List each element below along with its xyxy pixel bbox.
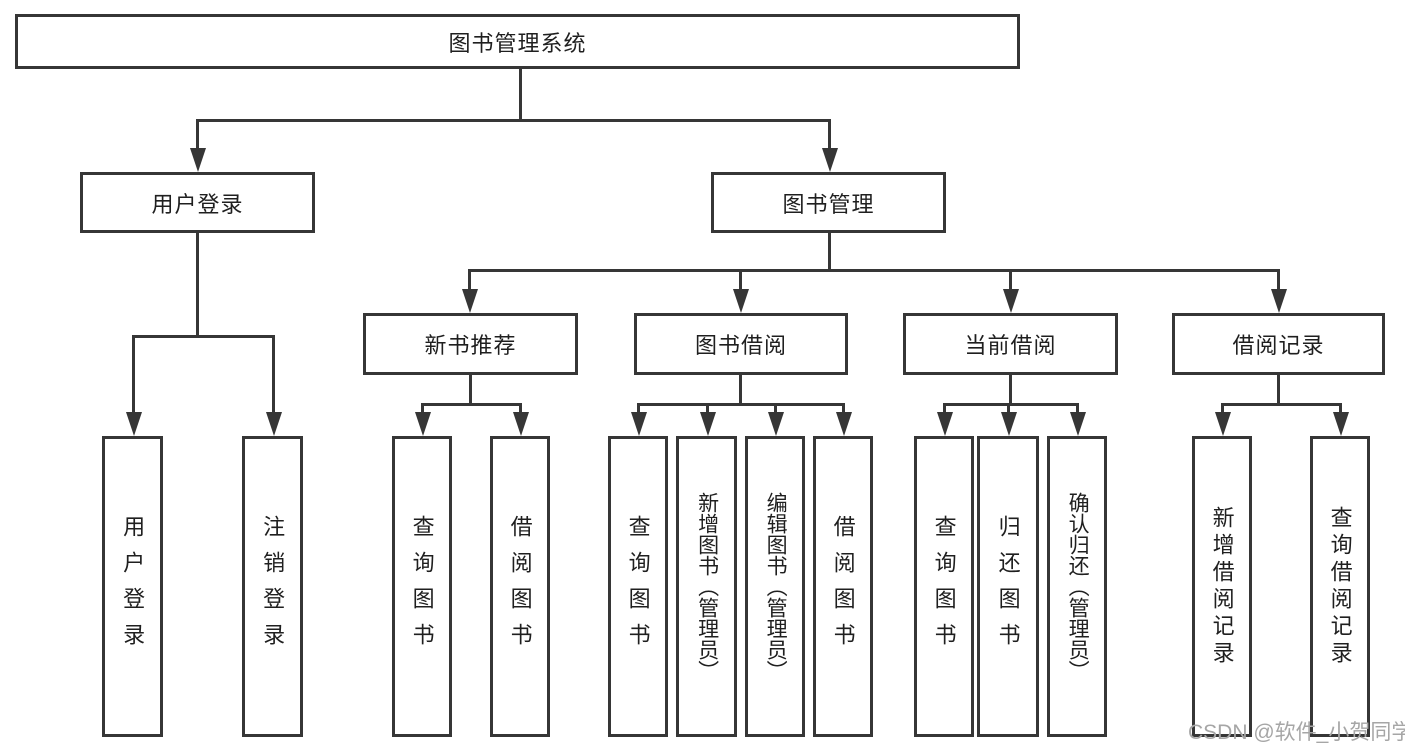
connector-line bbox=[943, 403, 1079, 406]
leaf-logout: 注销登录 bbox=[242, 436, 303, 737]
connector-line bbox=[1221, 403, 1342, 406]
connector-line bbox=[739, 269, 742, 291]
connector-line bbox=[1009, 269, 1012, 291]
leaf-return-books: 归还图书 bbox=[977, 436, 1039, 737]
arrow-down-icon bbox=[462, 289, 478, 313]
connector-line bbox=[196, 233, 199, 338]
arrow-down-icon bbox=[700, 412, 716, 436]
node-root-label: 图书管理系统 bbox=[448, 30, 587, 56]
connector-line bbox=[828, 233, 831, 272]
connector-line bbox=[1277, 375, 1280, 406]
connector-line bbox=[828, 119, 831, 152]
arrow-down-icon bbox=[190, 148, 206, 172]
leaf-borrow-books: 借阅图书 bbox=[813, 436, 873, 737]
leaf-label: 查询图书 bbox=[931, 514, 957, 659]
leaf-label: 归还图书 bbox=[995, 514, 1021, 659]
node-book-management-label: 图书管理 bbox=[782, 191, 875, 217]
arrow-down-icon bbox=[937, 412, 953, 436]
node-new-book-recommend: 新书推荐 bbox=[363, 313, 578, 375]
connector-line bbox=[421, 403, 522, 406]
arrow-down-icon bbox=[1215, 412, 1231, 436]
leaf-label: 查询图书 bbox=[625, 514, 651, 659]
leaf-query-books-borrow: 查询图书 bbox=[608, 436, 668, 737]
node-borrow-records: 借阅记录 bbox=[1172, 313, 1385, 375]
connector-line bbox=[637, 403, 845, 406]
connector-line bbox=[1339, 403, 1342, 415]
arrow-down-icon bbox=[733, 289, 749, 313]
connector-line bbox=[132, 335, 135, 413]
connector-line bbox=[468, 269, 1280, 272]
arrow-down-icon bbox=[768, 412, 784, 436]
connector-line bbox=[468, 269, 471, 291]
connector-line bbox=[272, 335, 275, 413]
node-root: 图书管理系统 bbox=[15, 14, 1020, 69]
arrow-down-icon bbox=[415, 412, 431, 436]
leaf-label: 借阅图书 bbox=[830, 514, 856, 659]
leaf-label: 用户登录 bbox=[120, 514, 146, 659]
node-book-borrow: 图书借阅 bbox=[634, 313, 848, 375]
connector-line bbox=[706, 403, 709, 415]
leaf-borrow-books-recommend: 借阅图书 bbox=[490, 436, 550, 737]
leaf-user-login: 用户登录 bbox=[102, 436, 163, 737]
connector-line bbox=[1007, 403, 1010, 415]
node-book-borrow-label: 图书借阅 bbox=[694, 333, 787, 358]
arrow-down-icon bbox=[631, 412, 647, 436]
node-user-login: 用户登录 bbox=[80, 172, 315, 233]
arrow-down-icon bbox=[1333, 412, 1349, 436]
arrow-down-icon bbox=[1001, 412, 1017, 436]
connector-line bbox=[739, 375, 742, 406]
leaf-label: 查询图书 bbox=[409, 514, 435, 659]
connector-line bbox=[469, 375, 472, 406]
connector-line bbox=[637, 403, 640, 415]
leaf-label: 编辑图书（管理员） bbox=[764, 492, 788, 681]
leaf-confirm-return-admin: 确认归还（管理员） bbox=[1047, 436, 1107, 737]
connector-line bbox=[1076, 403, 1079, 415]
node-current-borrow: 当前借阅 bbox=[903, 313, 1118, 375]
connector-line bbox=[1009, 375, 1012, 406]
arrow-down-icon bbox=[1003, 289, 1019, 313]
arrow-down-icon bbox=[126, 412, 142, 436]
connector-line bbox=[943, 403, 946, 415]
node-borrow-records-label: 借阅记录 bbox=[1232, 333, 1325, 358]
connector-line bbox=[132, 335, 275, 338]
leaf-label: 新增图书（管理员） bbox=[695, 492, 719, 681]
connector-line bbox=[196, 119, 831, 122]
arrow-down-icon bbox=[1070, 412, 1086, 436]
connector-line bbox=[774, 403, 777, 415]
csdn-watermark: CSDN @软件_小贺同学 bbox=[1188, 721, 1405, 744]
leaf-label: 确认归还（管理员） bbox=[1066, 492, 1090, 681]
connector-line bbox=[1277, 269, 1280, 291]
connector-line bbox=[519, 68, 522, 122]
leaf-edit-books-admin: 编辑图书（管理员） bbox=[745, 436, 805, 737]
arrow-down-icon bbox=[513, 412, 529, 436]
connector-line bbox=[1221, 403, 1224, 415]
node-book-management: 图书管理 bbox=[711, 172, 946, 233]
leaf-label: 新增借阅记录 bbox=[1209, 505, 1235, 668]
leaf-add-books-admin: 新增图书（管理员） bbox=[676, 436, 737, 737]
arrow-down-icon bbox=[266, 412, 282, 436]
connector-line bbox=[842, 403, 845, 415]
leaf-query-books-recommend: 查询图书 bbox=[392, 436, 452, 737]
leaf-add-borrow-record: 新增借阅记录 bbox=[1192, 436, 1252, 737]
leaf-label: 查询借阅记录 bbox=[1327, 505, 1353, 668]
connector-line bbox=[519, 403, 522, 415]
connector-line bbox=[196, 119, 199, 152]
leaf-label: 借阅图书 bbox=[507, 514, 533, 659]
leaf-query-books-current: 查询图书 bbox=[914, 436, 974, 737]
arrow-down-icon bbox=[836, 412, 852, 436]
node-user-login-label: 用户登录 bbox=[151, 191, 244, 217]
leaf-query-borrow-record: 查询借阅记录 bbox=[1310, 436, 1370, 737]
arrow-down-icon bbox=[822, 148, 838, 172]
node-current-borrow-label: 当前借阅 bbox=[964, 333, 1057, 358]
arrow-down-icon bbox=[1271, 289, 1287, 313]
leaf-label: 注销登录 bbox=[260, 514, 286, 659]
connector-line bbox=[421, 403, 424, 415]
node-new-book-recommend-label: 新书推荐 bbox=[424, 333, 517, 358]
